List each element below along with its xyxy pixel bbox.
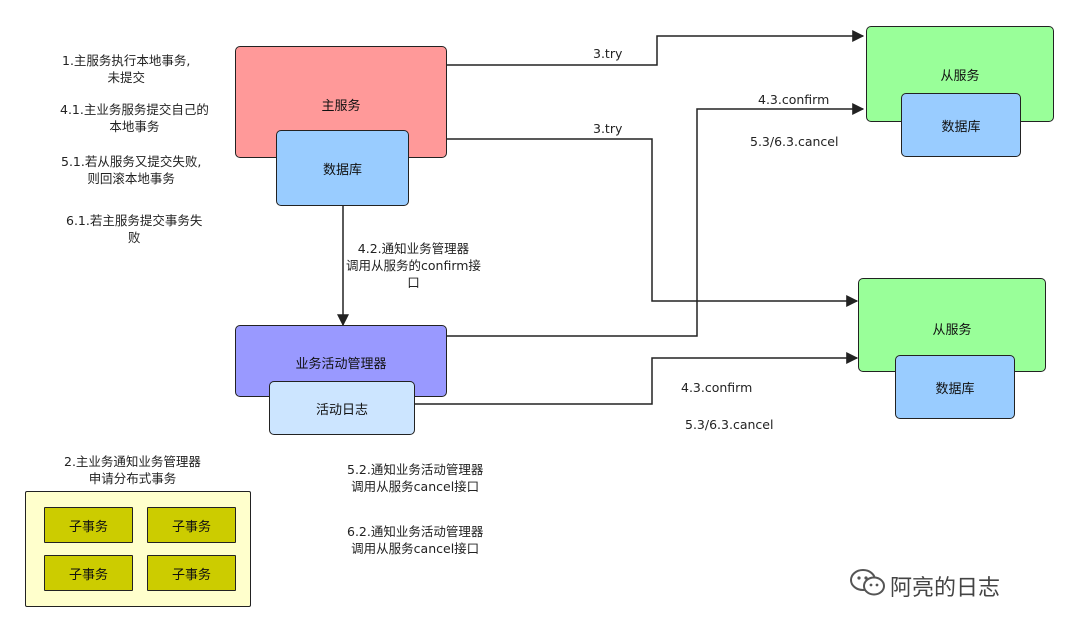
note-step-2-line1: 2.主业务通知业务管理器 — [64, 454, 201, 469]
note-step-1-line1: 1.主服务执行本地事务, — [62, 53, 191, 68]
main-db-label: 数据库 — [322, 162, 362, 178]
edge-label-try-mid: 3.try — [593, 121, 623, 136]
note-step-5-1: 5.1.若从服务又提交失败, 则回滚本地事务 — [61, 153, 201, 187]
note-step-1-line2: 未提交 — [107, 70, 145, 85]
note-step-4-2: 4.2.通知业务管理器 调用从服务的confirm接 口 — [346, 240, 481, 291]
note-step-4-2-line1: 4.2.通知业务管理器 — [357, 241, 470, 256]
edge-label-cancel-bottom: 5.3/6.3.cancel — [685, 417, 774, 432]
activity-log-label: 活动日志 — [315, 402, 368, 418]
edge-try-top — [447, 30, 865, 66]
sub-transaction-2: 子事务 — [147, 507, 236, 543]
sub-transaction-3-label: 子事务 — [68, 567, 108, 583]
edge-try-mid — [447, 138, 859, 307]
edge-label-try-top: 3.try — [593, 46, 623, 61]
note-step-5-1-line2: 则回滚本地事务 — [87, 171, 175, 186]
note-step-6-1: 6.1.若主服务提交事务失 败 — [66, 212, 202, 246]
main-service-label: 主服务 — [321, 99, 361, 114]
note-step-4-1: 4.1.主业务服务提交自己的 本地事务 — [60, 101, 209, 135]
slave-1-db-node: 数据库 — [901, 93, 1021, 157]
sub-transaction-2-label: 子事务 — [171, 519, 211, 535]
edge-label-confirm-bottom: 4.3.confirm — [681, 380, 753, 395]
main-db-node: 数据库 — [276, 130, 409, 206]
note-step-5-1-line1: 5.1.若从服务又提交失败, — [61, 154, 202, 169]
note-step-6-1-line2: 败 — [127, 230, 141, 245]
slave-service-2-label: 从服务 — [932, 323, 972, 338]
note-step-6-2-line1: 6.2.通知业务活动管理器 — [347, 524, 484, 539]
activity-manager-label: 业务活动管理器 — [295, 357, 387, 372]
sub-transaction-4: 子事务 — [147, 555, 236, 591]
note-step-2: 2.主业务通知业务管理器 申请分布式事务 — [64, 453, 201, 487]
note-step-6-2: 6.2.通知业务活动管理器 调用从服务cancel接口 — [347, 523, 483, 557]
note-step-5-2: 5.2.通知业务活动管理器 调用从服务cancel接口 — [347, 461, 483, 495]
note-step-6-1-line1: 6.1.若主服务提交事务失 — [66, 213, 203, 228]
sub-transaction-4-label: 子事务 — [171, 567, 211, 583]
note-step-4-1-line2: 本地事务 — [109, 119, 160, 134]
note-step-4-2-line2: 调用从服务的confirm接 — [346, 258, 481, 273]
note-step-6-2-line2: 调用从服务cancel接口 — [351, 541, 480, 556]
activity-log-node: 活动日志 — [269, 381, 415, 435]
edge-confirm-bottom — [414, 352, 859, 405]
sub-transaction-1-label: 子事务 — [68, 519, 108, 535]
slave-1-db-label: 数据库 — [941, 119, 981, 135]
slave-service-1-label: 从服务 — [940, 69, 980, 84]
wechat-icon — [850, 569, 885, 596]
note-step-4-1-line1: 4.1.主业务服务提交自己的 — [60, 102, 209, 117]
edge-label-confirm-top: 4.3.confirm — [758, 92, 830, 107]
slave-2-db-label: 数据库 — [935, 381, 975, 397]
note-step-5-2-line2: 调用从服务cancel接口 — [351, 479, 480, 494]
note-step-4-2-line3: 口 — [407, 275, 420, 290]
sub-transaction-3: 子事务 — [44, 555, 133, 591]
note-step-2-line2: 申请分布式事务 — [88, 471, 177, 486]
sub-transaction-1: 子事务 — [44, 507, 133, 543]
note-step-1: 1.主服务执行本地事务, 未提交 — [62, 52, 190, 86]
slave-2-db-node: 数据库 — [895, 355, 1015, 419]
edge-label-cancel-top: 5.3/6.3.cancel — [750, 134, 839, 149]
watermark-text: 阿亮的日志 — [890, 576, 1001, 601]
edge-confirm-top — [447, 103, 865, 337]
note-step-5-2-line1: 5.2.通知业务活动管理器 — [347, 462, 484, 477]
